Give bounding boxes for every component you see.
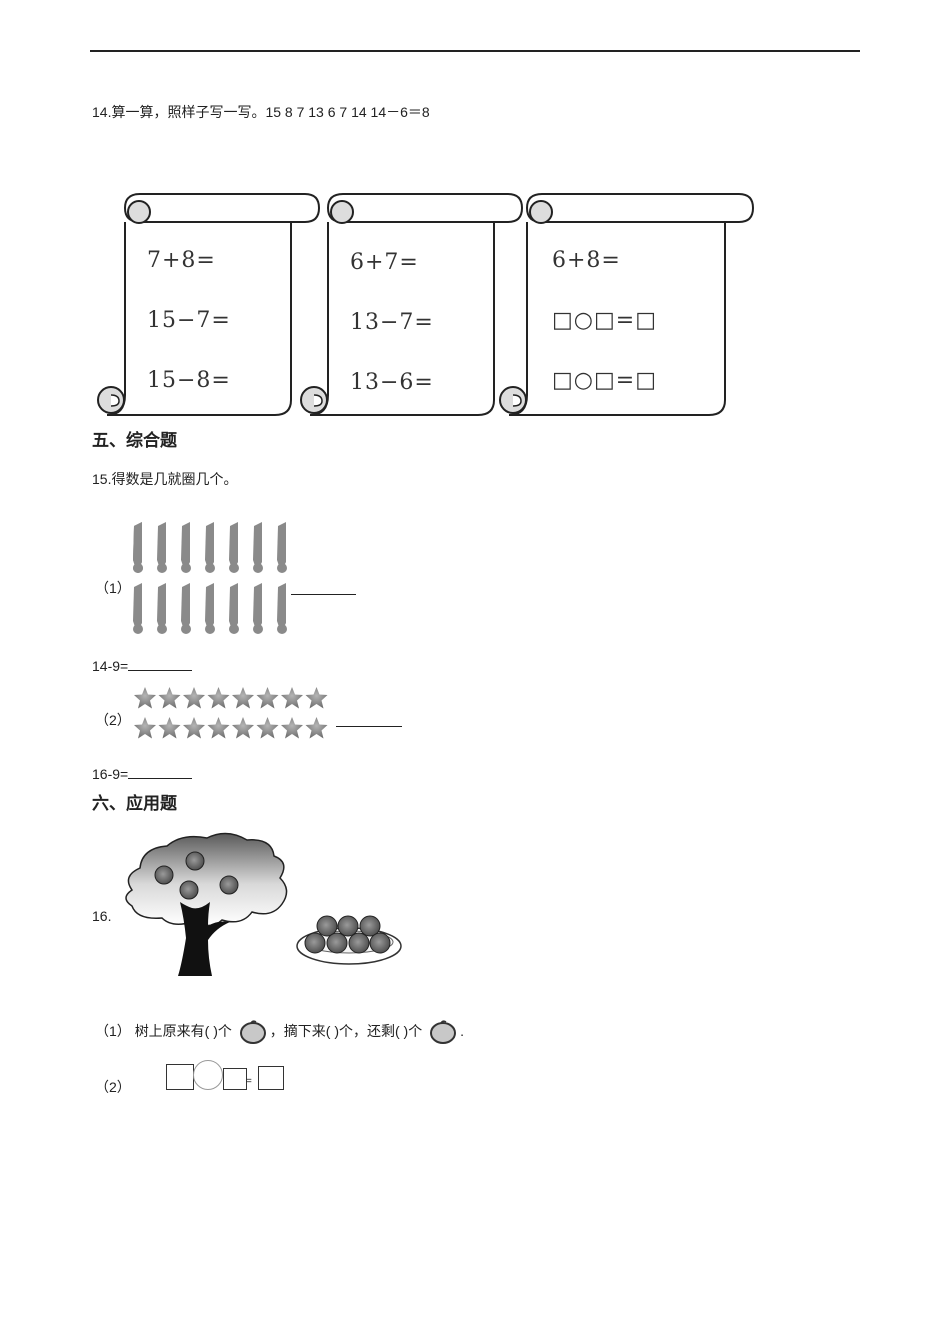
equation-template: □○□=□ xyxy=(552,368,657,393)
apple-tree-illustration xyxy=(112,828,402,980)
equation-text: 14-9= xyxy=(92,658,129,674)
header-rule xyxy=(90,50,860,52)
stick-counters xyxy=(130,522,300,637)
equation-line: 15−8= xyxy=(147,368,231,393)
question-16-number: 16. xyxy=(92,908,112,924)
question-14-prompt: 14.算一算，照样子写一写。15 8 7 13 6 7 14 14－6＝8 xyxy=(92,104,430,120)
scroll-icon xyxy=(97,193,321,416)
equation-line: 13−7= xyxy=(350,310,434,335)
apple-tree-icon xyxy=(125,832,402,976)
section-heading: 五、综合题 xyxy=(92,431,177,450)
operator-circle[interactable] xyxy=(193,1060,223,1090)
scroll-icon xyxy=(300,193,524,416)
part-label: （2） xyxy=(95,1079,131,1095)
apple-icon xyxy=(430,1020,457,1045)
answer-blank[interactable] xyxy=(336,714,402,727)
equation-line: 6+7= xyxy=(350,250,419,275)
question-15-prompt: 15.得数是几就圈几个。 xyxy=(92,471,238,487)
sentence-segment: 树上原来有( )个 xyxy=(134,1023,232,1039)
answer-blank[interactable] xyxy=(128,657,193,671)
answer-blank[interactable] xyxy=(128,765,193,779)
section-heading: 六、应用题 xyxy=(92,794,177,813)
sentence-segment: ，摘下来( )个，还剩( )个 xyxy=(269,1023,423,1039)
star-icon xyxy=(134,687,328,739)
counter-sticks-icon xyxy=(133,522,287,634)
answer-box[interactable] xyxy=(166,1064,194,1090)
star-counters xyxy=(133,686,333,742)
scroll-group: 7+8= 15−7= 15−8= 6+7= 13−7= 13−6= 6+8= □… xyxy=(95,190,775,420)
answer-box[interactable] xyxy=(258,1066,284,1090)
equation-text: 16-9= xyxy=(92,766,129,782)
equation-line: 6+8= xyxy=(552,248,621,273)
equals-sign: = xyxy=(246,1076,252,1087)
scroll-card-2: 6+7= 13−7= 13−6= xyxy=(298,190,533,420)
equation-line: 15−7= xyxy=(147,308,231,333)
equation-line: 7+8= xyxy=(147,248,216,273)
sentence-segment: . xyxy=(460,1023,465,1039)
scroll-icon xyxy=(499,193,755,416)
question-16-part1: （1） 树上原来有( )个 ，摘下来( )个，还剩( )个 . xyxy=(95,1018,464,1045)
part-label: （1） xyxy=(95,580,131,596)
equation-prompt: 16-9= xyxy=(92,765,193,783)
answer-box[interactable] xyxy=(223,1068,247,1090)
answer-blank[interactable] xyxy=(291,582,356,595)
equation-prompt: 14-9= xyxy=(92,657,193,675)
equation-template: □○□=□ xyxy=(552,308,657,333)
scroll-card-1: 7+8= 15−7= 15−8= xyxy=(95,190,330,420)
apple-icon xyxy=(239,1020,266,1045)
part-label: （2） xyxy=(95,712,131,728)
equation-line: 13−6= xyxy=(350,370,434,395)
scroll-card-3: 6+8= □○□=□ □○□=□ xyxy=(497,190,755,420)
part-label: （1） xyxy=(95,1023,131,1039)
